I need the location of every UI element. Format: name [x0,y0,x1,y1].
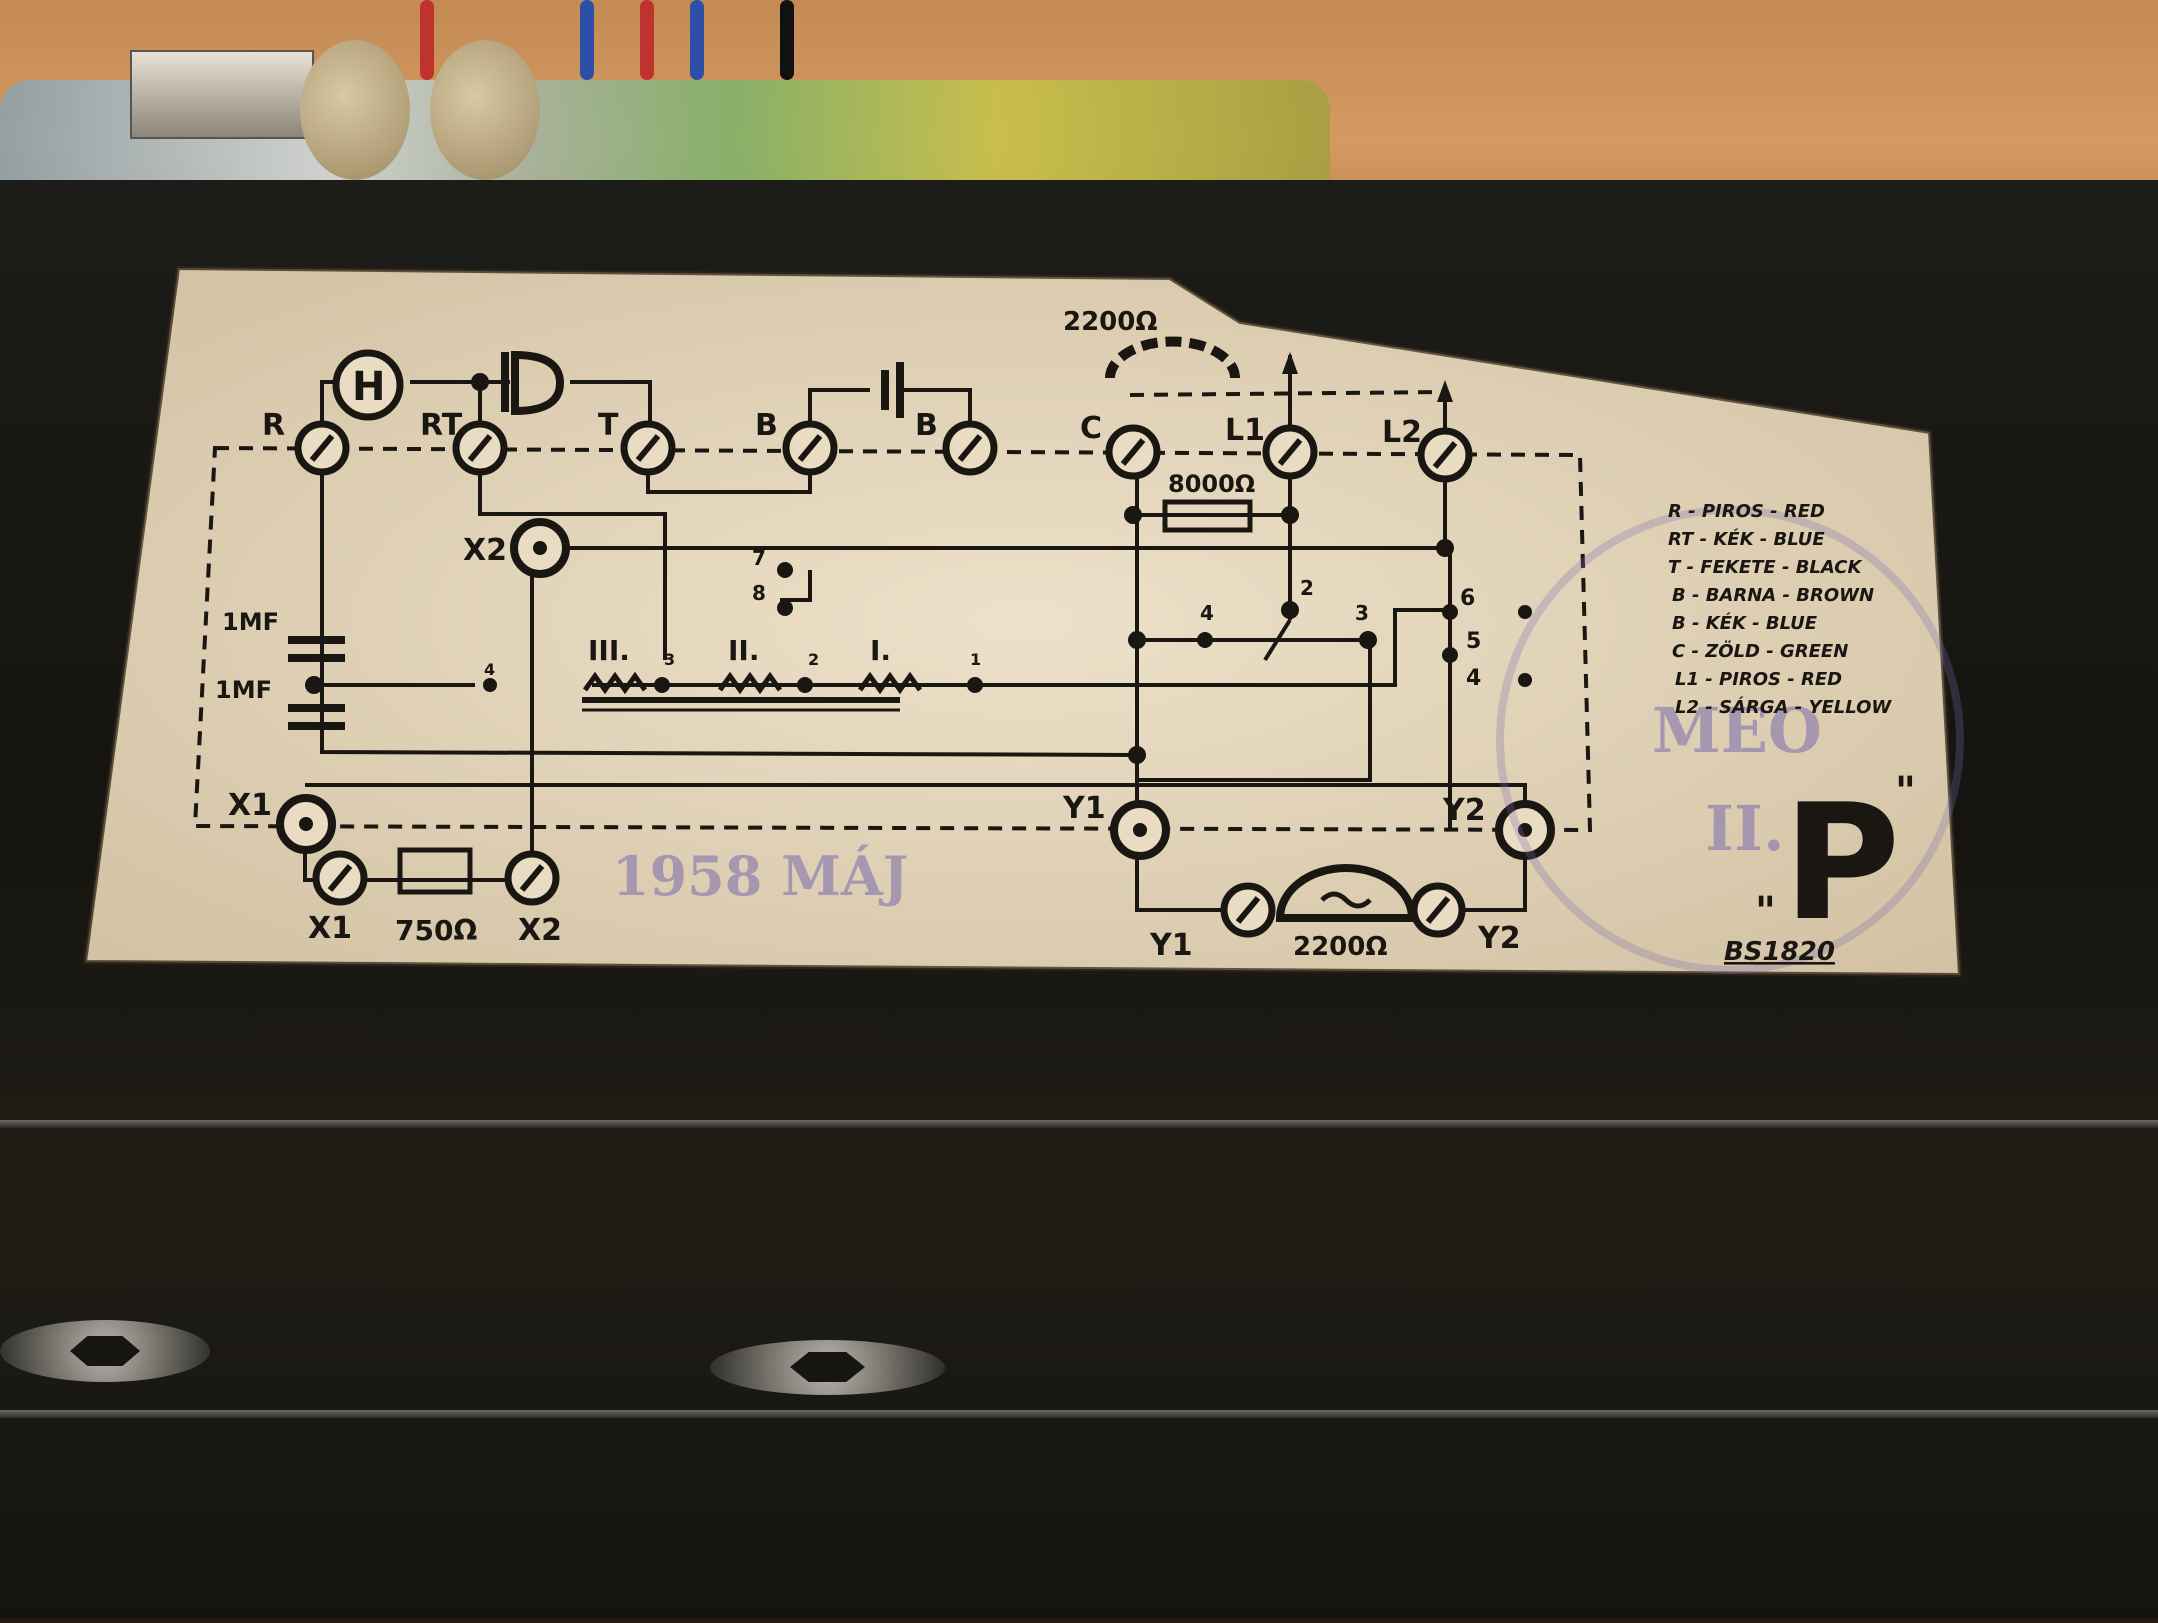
label-coil-i: I. [870,634,891,667]
legend-r: R - PIROS - RED [1668,501,1825,522]
resistor-8000 [1162,499,1253,533]
label-y1-ring: Y1 [1062,791,1106,826]
legend-l1: L1 - PIROS - RED [1675,669,1842,690]
case-rim-2 [0,1410,2158,1418]
label-coil-ii: II. [728,634,759,667]
legend-rt: RT - KÉK - BLUE [1668,528,1825,550]
case-screw-center [710,1340,945,1395]
label-x2-bottom: X2 [518,913,562,948]
metal-clamp [130,50,314,139]
handset-h-letter: H [352,364,385,410]
label-1mf-2: 1MF [215,676,272,704]
terminal-labels: R RT T B B C L1 L2 2200Ω 8000Ω 1MF 1MF X… [215,307,1521,963]
label-y2-bottom: Y2 [1477,921,1521,956]
transformer-coils [582,671,923,695]
node-2: 2 [808,650,819,669]
quote-right: " [1895,769,1916,815]
label-x1-bottom: X1 [308,911,352,946]
switch-7: 7 [752,546,766,570]
label-b2: B [915,408,938,443]
legend-b2: B - KÉK - BLUE [1672,612,1818,634]
label-r: R [262,408,285,443]
label-rt: RT [420,408,463,443]
legend-c: C - ZÖLD - GREEN [1672,640,1848,662]
ringer-symbol [1105,336,1240,379]
capacitors [288,362,904,730]
node-4: 4 [484,660,495,679]
label-y1-bottom: Y1 [1149,928,1193,963]
case-rim-1 [0,1120,2158,1128]
wire-color-legend: R - PIROS - RED RT - KÉK - BLUE T - FEKE… [1668,501,1892,718]
label-x1-ring: X1 [228,788,272,823]
switch-6: 6 [1460,586,1475,611]
label-l1: L1 [1225,413,1265,448]
model-number: BS1820 [1724,937,1835,967]
label-l2: L2 [1382,415,1422,450]
handset-h-symbol [332,349,404,421]
ring-terminal-centers [299,541,1532,837]
label-x2-ring: X2 [463,533,507,568]
switch-2: 2 [1300,576,1314,600]
resistor-750 [397,847,473,895]
label-8000: 8000Ω [1168,470,1255,498]
label-2200-top: 2200Ω [1063,307,1157,337]
quote-left: " [1755,889,1776,935]
meo-stamp-ii: II. [1705,792,1785,865]
label-coil-iii: III. [588,634,630,667]
legend-b1: B - BARNA - BROWN [1672,585,1874,606]
terminal-slashes [309,434,1458,924]
legend-l2: L2 - SÁRGA - YELLOW [1675,696,1892,718]
blue-wire-2 [690,0,704,80]
switch-4b: 4 [1466,666,1481,691]
red-wire-2 [640,0,654,80]
label-c: C [1080,411,1102,446]
black-wire [780,0,794,80]
case-screw-left [0,1320,210,1382]
date-stamp: 1958 MÁJ [612,844,908,908]
twine-knot-1 [300,40,410,180]
switch-8: 8 [752,581,766,605]
label-b1: B [755,408,778,443]
label-750: 750Ω [395,914,477,947]
hex-nut [790,1352,865,1382]
label-t: T [598,408,619,443]
bell-symbol [1275,864,1417,922]
schematic-wiring [192,355,1593,912]
microphone-symbol [501,350,565,416]
node-3: 3 [664,650,675,669]
meo-stamp-text: MEO [1652,694,1822,767]
label-2200-bottom: 2200Ω [1293,932,1387,962]
legend-t: T - FEKETE - BLACK [1668,557,1863,578]
label-y2-ring: Y2 [1442,793,1486,828]
model-letter-p: P [1783,769,1900,956]
meo-stamp-ring [1496,506,1964,974]
switch-5: 5 [1466,629,1481,654]
twine-knot-2 [430,40,540,180]
node-1: 1 [970,650,981,669]
junction-dots [305,373,1532,764]
blue-wire [580,0,594,80]
switch-3: 3 [1355,601,1369,625]
switch-4: 4 [1200,601,1214,625]
red-wire [420,0,434,80]
label-1mf-1: 1MF [222,608,279,636]
